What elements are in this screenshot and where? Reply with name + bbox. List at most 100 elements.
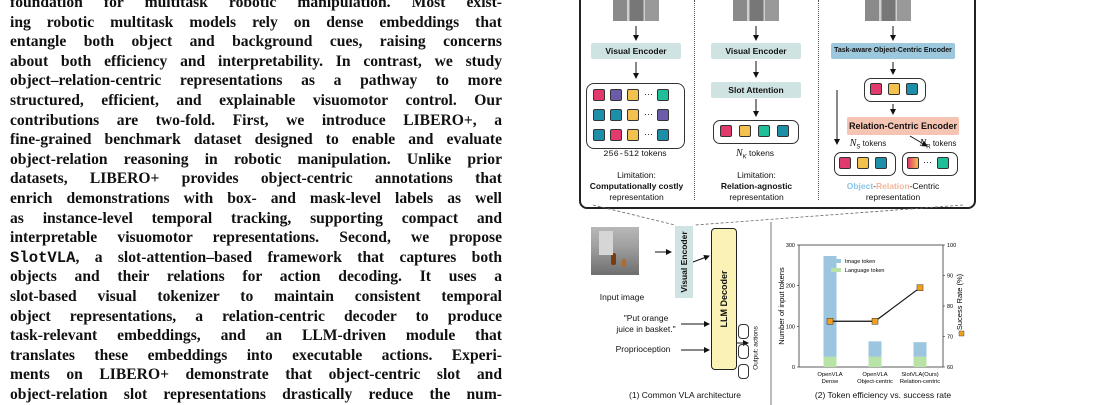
abstract-text: foundation for multitask robotic manipul… (10, 0, 502, 404)
tokens-word: tokens (641, 148, 667, 158)
slotvla-rest: , a slot-attention–based framework that … (75, 248, 502, 266)
tokens-word: tokens (862, 139, 887, 148)
action-token (738, 364, 749, 379)
abstract-line: as instance-level temporal tracking, sup… (10, 209, 502, 227)
x-tick-label: Dense (822, 379, 839, 385)
abstract-line: task-relevant embeddings, and an LLM-dri… (10, 327, 502, 345)
slot-token-row (713, 120, 799, 144)
comparison-panel (579, 0, 976, 209)
object-relation-caption: Object-Relation-Centric representation (818, 181, 968, 203)
instruction-text: "Put orange juice in basket." (601, 313, 691, 335)
dense-token (627, 129, 639, 141)
slot-attention-box: Slot Attention (711, 82, 801, 98)
dense-token (657, 109, 669, 121)
slotvla-name: SlotVLA (10, 248, 76, 267)
output-label-wrap: Output: actions (751, 318, 761, 378)
object-slot-token (875, 157, 887, 169)
relation-token (907, 157, 919, 169)
abstract-line: object-relation reasoning in robotic man… (10, 150, 502, 168)
dense-token (657, 129, 669, 141)
slot-token (777, 125, 789, 137)
object-slot-token (839, 157, 851, 169)
object-centric-encoder-box: Task-aware Object-Centric Encoder (831, 43, 955, 59)
success-rate-point (826, 318, 834, 325)
slot-token (758, 125, 770, 137)
limitation-bold: Computationally costly (589, 181, 684, 191)
bar-image-token (823, 255, 837, 357)
bar-image-token (868, 341, 882, 357)
slot-token (720, 125, 732, 137)
caption-rest: representation (865, 192, 921, 202)
nk-symbol: N (735, 148, 743, 159)
legend-label: Image token (845, 259, 875, 265)
abstract-line: contributions are two-fold. First, we in… (10, 111, 502, 129)
y-tick-label: 0 (792, 365, 795, 371)
x-tick-label: OpenVLA (862, 372, 887, 378)
separator (818, 0, 819, 200)
object-token (870, 83, 882, 95)
relation-token (937, 157, 949, 169)
separator (694, 0, 695, 200)
action-token (738, 324, 749, 339)
visual-encoder-box: Visual Encoder (591, 43, 681, 59)
abstract-line: objects and their relations for action d… (10, 268, 502, 286)
dense-token (657, 89, 669, 101)
limitation-title: Limitation: (737, 170, 776, 180)
centric-word: -Centric (909, 181, 940, 191)
proprioception-label: Proprioception (615, 344, 671, 354)
input-image-label: Input image (599, 292, 645, 302)
dense-token (593, 109, 605, 121)
abstract-line: object-relation slot representations dra… (10, 385, 502, 403)
bar-language-token (913, 356, 927, 367)
object-token (906, 83, 918, 95)
ns-sub: S (856, 144, 861, 151)
ellipsis: ··· (644, 89, 653, 99)
input-image (591, 227, 639, 275)
bar-language-token (823, 356, 837, 367)
abstract-line: interpretable visuomotor representations… (10, 229, 502, 247)
dense-token-grid (586, 83, 685, 149)
y-tick-label: 300 (786, 243, 795, 249)
legend-swatch-language (831, 268, 841, 272)
limitation-caption: Limitation: Computationally costly repre… (579, 170, 694, 203)
abstract-line: foundation for multitask robotic manipul… (10, 0, 502, 11)
visual-encoder-label: Visual Encoder (679, 231, 689, 293)
success-rate-point (916, 284, 924, 291)
instruction-line1: "Put orange (623, 313, 669, 323)
legend-swatch-image (831, 259, 841, 263)
y-axis-label: Number of input tokens (777, 267, 786, 345)
success-rate-line (830, 287, 921, 322)
abstract-line: object–relation-centric representations … (10, 72, 502, 90)
llm-decoder-box: LLM Decoder (711, 228, 737, 370)
object-slot-row (834, 152, 896, 176)
y2-legend-marker (958, 330, 965, 337)
limitation-caption: Limitation: Relation-agnostic representa… (699, 170, 814, 203)
ellipsis: ··· (923, 157, 932, 167)
x-tick-label: OpenVLA (817, 372, 842, 378)
legend-label: Language token (845, 268, 884, 274)
caption-dash: - (873, 181, 876, 191)
figure: Visual Encoder 256-512 tokens Limitation… (575, 0, 1104, 405)
dense-token (610, 109, 622, 121)
x-tick-label: Relation-centric (900, 379, 940, 385)
action-token (738, 344, 749, 359)
relation-slot-row (902, 152, 958, 176)
abstract-line: structured, efficient, and explainable v… (10, 91, 502, 109)
abstract-line: object representations, a relation-centr… (10, 307, 502, 325)
figure-caption-1: (1) Common VLA architecture (629, 390, 741, 400)
robot-frames (733, 0, 779, 21)
abstract-line: about both efficiency and interpretabili… (10, 52, 502, 70)
nr-sub: R (926, 144, 931, 151)
dense-token (610, 89, 622, 101)
figure-caption-2: (2) Token efficiency vs. success rate (814, 390, 952, 400)
y-tick-label: 100 (786, 324, 795, 330)
abstract-line: ments on LIBERO+ demonstrate that object… (10, 366, 502, 384)
limitation-rest: representation (609, 192, 664, 202)
visual-encoder-vertical: Visual Encoder (675, 226, 693, 298)
object-slot-token (857, 157, 869, 169)
nk-sub: K (742, 154, 747, 161)
abstract-line: ing robotic multitask models rely on den… (10, 13, 502, 31)
token-count-label: NK tokens (705, 148, 805, 164)
slot-token (739, 125, 751, 137)
